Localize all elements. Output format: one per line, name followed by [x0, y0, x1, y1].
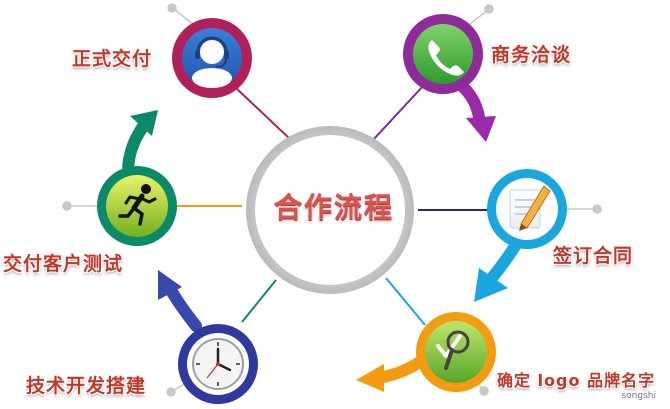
node-jiaofu — [97, 166, 177, 246]
arrow-purple-head — [466, 116, 496, 142]
node-shangwu — [403, 14, 483, 94]
connector-zhengshi — [235, 87, 292, 141]
node-zhengshi — [172, 18, 252, 98]
running-man-icon — [118, 184, 157, 226]
connector-lines — [176, 84, 490, 326]
center-title: 合作流程 — [273, 191, 394, 224]
node-logo — [416, 312, 496, 392]
contract-pen-icon — [509, 185, 551, 231]
step-label-jishu: 技术开发搭建 — [26, 375, 147, 397]
step-label-logo: 确定 logo 品牌名字 — [497, 371, 656, 390]
step-label-zhengshi: 正式交付 — [72, 48, 153, 70]
customer-service-icon — [192, 36, 232, 88]
node-jishu — [178, 324, 258, 404]
arrow-orange-head — [356, 364, 384, 392]
step-label-qianding: 签订合同 — [553, 245, 634, 267]
arrow-navy — [166, 286, 202, 332]
phone-icon — [428, 40, 464, 76]
connector-logo — [385, 277, 426, 326]
node-qianding — [487, 169, 567, 249]
center-disc — [255, 135, 405, 285]
arrow-navy-head — [158, 270, 182, 300]
arrow-teal — [122, 122, 148, 178]
connector-shangwu — [372, 84, 425, 141]
magnifier-check-icon — [436, 330, 470, 370]
watermark: songshi — [621, 391, 656, 401]
arrow-teal-head — [130, 110, 158, 136]
step-label-shangwu: 商务洽谈 — [491, 44, 572, 66]
step-label-jiaofu: 交付客户测试 — [3, 253, 124, 275]
connector-jishu — [241, 279, 277, 323]
clock-icon — [192, 338, 244, 390]
arrow-blue-head — [474, 268, 508, 302]
